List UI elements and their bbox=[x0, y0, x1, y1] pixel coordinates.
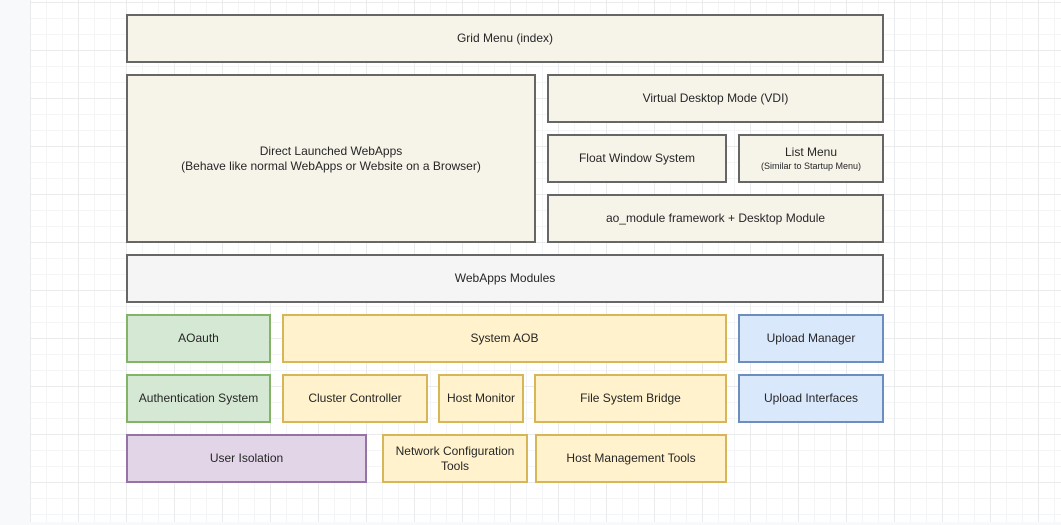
box-label: User Isolation bbox=[210, 451, 283, 466]
diagram-box-system-aob[interactable]: System AOB bbox=[282, 314, 727, 363]
diagram-box-aoauth[interactable]: AOauth bbox=[126, 314, 271, 363]
diagram-box-upload-manager[interactable]: Upload Manager bbox=[738, 314, 884, 363]
diagram-box-authentication-system[interactable]: Authentication System bbox=[126, 374, 271, 423]
diagram-box-direct-launched-webapps[interactable]: Direct Launched WebApps(Behave like norm… bbox=[126, 74, 536, 243]
diagram-box-host-monitor[interactable]: Host Monitor bbox=[438, 374, 524, 423]
diagram-box-network-configuration-tools[interactable]: Network Configuration Tools bbox=[382, 434, 528, 483]
box-label: Host Monitor bbox=[447, 391, 515, 406]
box-label: File System Bridge bbox=[580, 391, 681, 406]
diagram-box-list-menu[interactable]: List Menu(Similar to Startup Menu) bbox=[738, 134, 884, 183]
diagram-box-grid-menu[interactable]: Grid Menu (index) bbox=[126, 14, 884, 63]
diagram-box-float-window-system[interactable]: Float Window System bbox=[547, 134, 727, 183]
box-label: Host Management Tools bbox=[566, 451, 695, 466]
box-label: List Menu bbox=[785, 145, 837, 160]
box-label: Direct Launched WebApps bbox=[260, 144, 403, 159]
diagram-box-upload-interfaces[interactable]: Upload Interfaces bbox=[738, 374, 884, 423]
diagram-box-user-isolation[interactable]: User Isolation bbox=[126, 434, 367, 483]
box-label: Upload Interfaces bbox=[764, 391, 858, 406]
box-label: WebApps Modules bbox=[455, 271, 556, 286]
box-label: System AOB bbox=[470, 331, 538, 346]
diagram-box-file-system-bridge[interactable]: File System Bridge bbox=[534, 374, 727, 423]
box-label: Cluster Controller bbox=[308, 391, 401, 406]
diagram-box-ao-module-framework[interactable]: ao_module framework + Desktop Module bbox=[547, 194, 884, 243]
diagram-box-host-management-tools[interactable]: Host Management Tools bbox=[535, 434, 727, 483]
box-label: Network Configuration Tools bbox=[390, 444, 520, 474]
box-label: Virtual Desktop Mode (VDI) bbox=[643, 91, 789, 106]
box-label: AOauth bbox=[178, 331, 219, 346]
box-label: ao_module framework + Desktop Module bbox=[606, 211, 825, 226]
diagram-box-webapps-modules[interactable]: WebApps Modules bbox=[126, 254, 884, 303]
box-sublabel: (Behave like normal WebApps or Website o… bbox=[181, 159, 481, 174]
box-label: Authentication System bbox=[139, 391, 258, 406]
box-label: Upload Manager bbox=[767, 331, 856, 346]
diagram-box-cluster-controller[interactable]: Cluster Controller bbox=[282, 374, 428, 423]
diagram-box-virtual-desktop-mode[interactable]: Virtual Desktop Mode (VDI) bbox=[547, 74, 884, 123]
box-label: Float Window System bbox=[579, 151, 695, 166]
box-sublabel: (Similar to Startup Menu) bbox=[761, 160, 861, 172]
box-label: Grid Menu (index) bbox=[457, 31, 553, 46]
